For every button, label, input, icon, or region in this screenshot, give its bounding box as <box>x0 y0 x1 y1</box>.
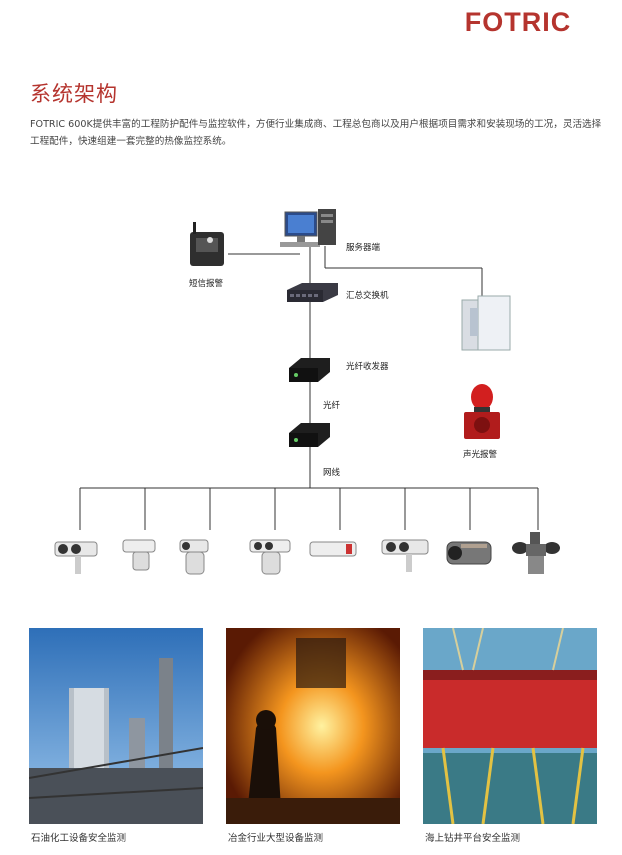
intro-paragraph: FOTRIC 600K提供丰富的工程防护配件与监控软件，方便行业集成商、工程总包… <box>30 119 602 147</box>
server-computer-icon <box>280 209 336 247</box>
metallurgy-furnace-photo <box>226 628 400 824</box>
system-architecture-diagram <box>54 209 560 575</box>
fotric-logo: FOTRIC <box>444 6 592 40</box>
sound-light-alarm-icon <box>464 384 500 439</box>
page-title: 系统架构 <box>30 82 118 106</box>
photo-caption: 石油化工设备安全监测 <box>31 833 127 844</box>
pan-tilt-camera-icon <box>512 532 560 574</box>
switch-label: 汇总交换机 <box>346 291 389 301</box>
dual-camera-icon <box>381 539 429 572</box>
fiber-transceiver-icon <box>289 358 330 382</box>
dual-ptz-camera-icon <box>249 539 291 575</box>
logo-text: FOTRIC <box>465 7 572 36</box>
sms-alarm-label: 短信报警 <box>189 279 224 289</box>
sms-alarm-device-icon <box>190 222 224 266</box>
network-switch-icon <box>287 283 338 302</box>
ptz-camera-icon <box>122 539 156 571</box>
offshore-platform-photo <box>423 628 597 824</box>
petrochemical-plant-photo <box>29 628 203 824</box>
dual-camera-icon <box>54 541 98 574</box>
bullet-camera-icon <box>309 541 357 557</box>
network-cable-label: 网线 <box>323 468 341 478</box>
explosion-proof-camera-icon <box>446 541 492 565</box>
fiber-label: 光纤 <box>323 401 341 411</box>
dome-camera-icon <box>179 539 209 575</box>
fiber-transceiver-icon <box>289 423 330 447</box>
photo-caption: 海上钻井平台安全监测 <box>425 833 521 844</box>
sound-light-alarm-label: 声光报警 <box>463 450 498 460</box>
photo-caption: 冶金行业大型设备监测 <box>228 833 324 844</box>
io-module-icon <box>461 295 511 351</box>
server-label: 服务器端 <box>346 243 381 253</box>
fiber-transceiver-label: 光纤收发器 <box>346 362 389 372</box>
